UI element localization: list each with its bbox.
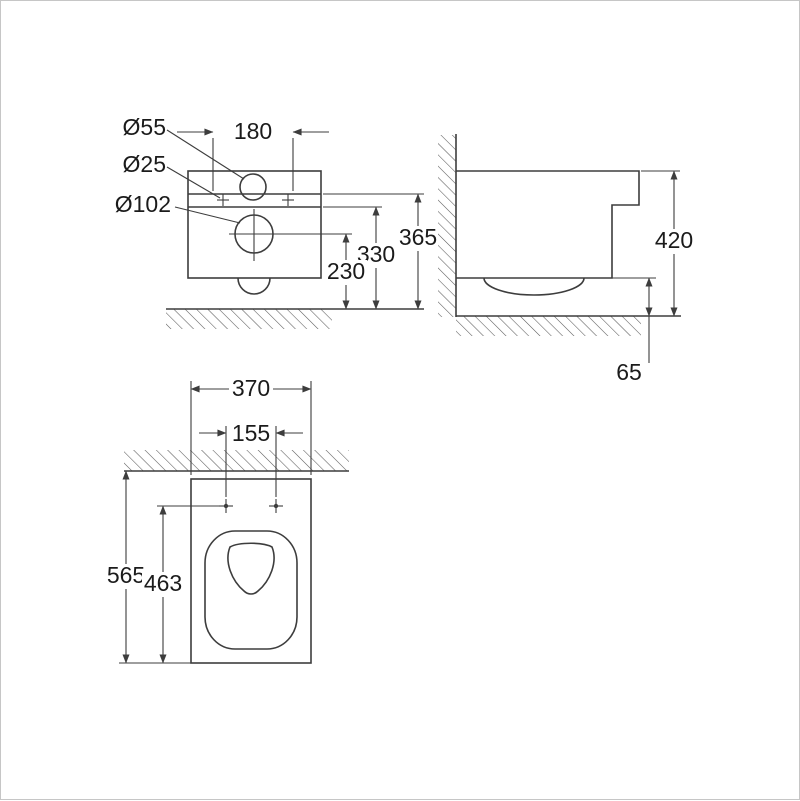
dim-370: 370 [190, 375, 312, 475]
diameter-25-label: Ø25 [123, 151, 166, 177]
dim-463-label: 463 [144, 570, 182, 596]
dim-463: 463 [142, 505, 219, 664]
ground-hatch [166, 309, 332, 329]
floor-hatch [456, 316, 641, 336]
plan-fixing-hole-left [219, 499, 233, 513]
dim-370-label: 370 [232, 375, 270, 401]
outlet-bump [237, 277, 271, 295]
leader-d102 [174, 206, 241, 224]
dim-565-label: 565 [107, 562, 145, 588]
fixing-hole-left [217, 194, 229, 206]
wall-hatch [438, 135, 456, 317]
fixing-hole-right [282, 194, 294, 206]
plan-wall-hatch [124, 450, 349, 471]
dim-365-label: 365 [399, 224, 437, 250]
dim-180-label: 180 [234, 118, 272, 144]
dim-155: 155 [199, 420, 303, 497]
bowl-underside-arc [483, 277, 585, 296]
leader-d55 [166, 129, 245, 180]
dim-155-label: 155 [232, 420, 270, 446]
diameter-102-label: Ø102 [115, 191, 171, 217]
bowl-water-surface [227, 542, 275, 595]
dim-65-label: 65 [616, 359, 642, 385]
dim-230: 230 [325, 233, 367, 310]
dim-420-label: 420 [655, 227, 693, 253]
dim-180: 180 [177, 118, 329, 191]
dim-65: 65 [612, 277, 656, 385]
bowl-rim [204, 530, 298, 650]
toilet-plan-body [190, 478, 312, 664]
front-view: Ø55 Ø25 Ø102 180 365 330 [115, 114, 439, 329]
inlet-hole-55 [239, 173, 267, 201]
dim-230-label: 230 [327, 258, 365, 284]
plan-view: 370 155 565 463 [105, 375, 349, 664]
dim-420: 420 [641, 170, 695, 317]
side-view: 420 65 [438, 134, 695, 385]
leader-d25 [166, 166, 221, 199]
toilet-side-profile [456, 170, 640, 279]
diameter-55-label: Ø55 [123, 114, 166, 140]
plan-fixing-hole-right [269, 499, 283, 513]
dim-565: 565 [105, 470, 191, 664]
toilet-front-body [187, 170, 322, 279]
dim-365: 365 [323, 193, 439, 310]
